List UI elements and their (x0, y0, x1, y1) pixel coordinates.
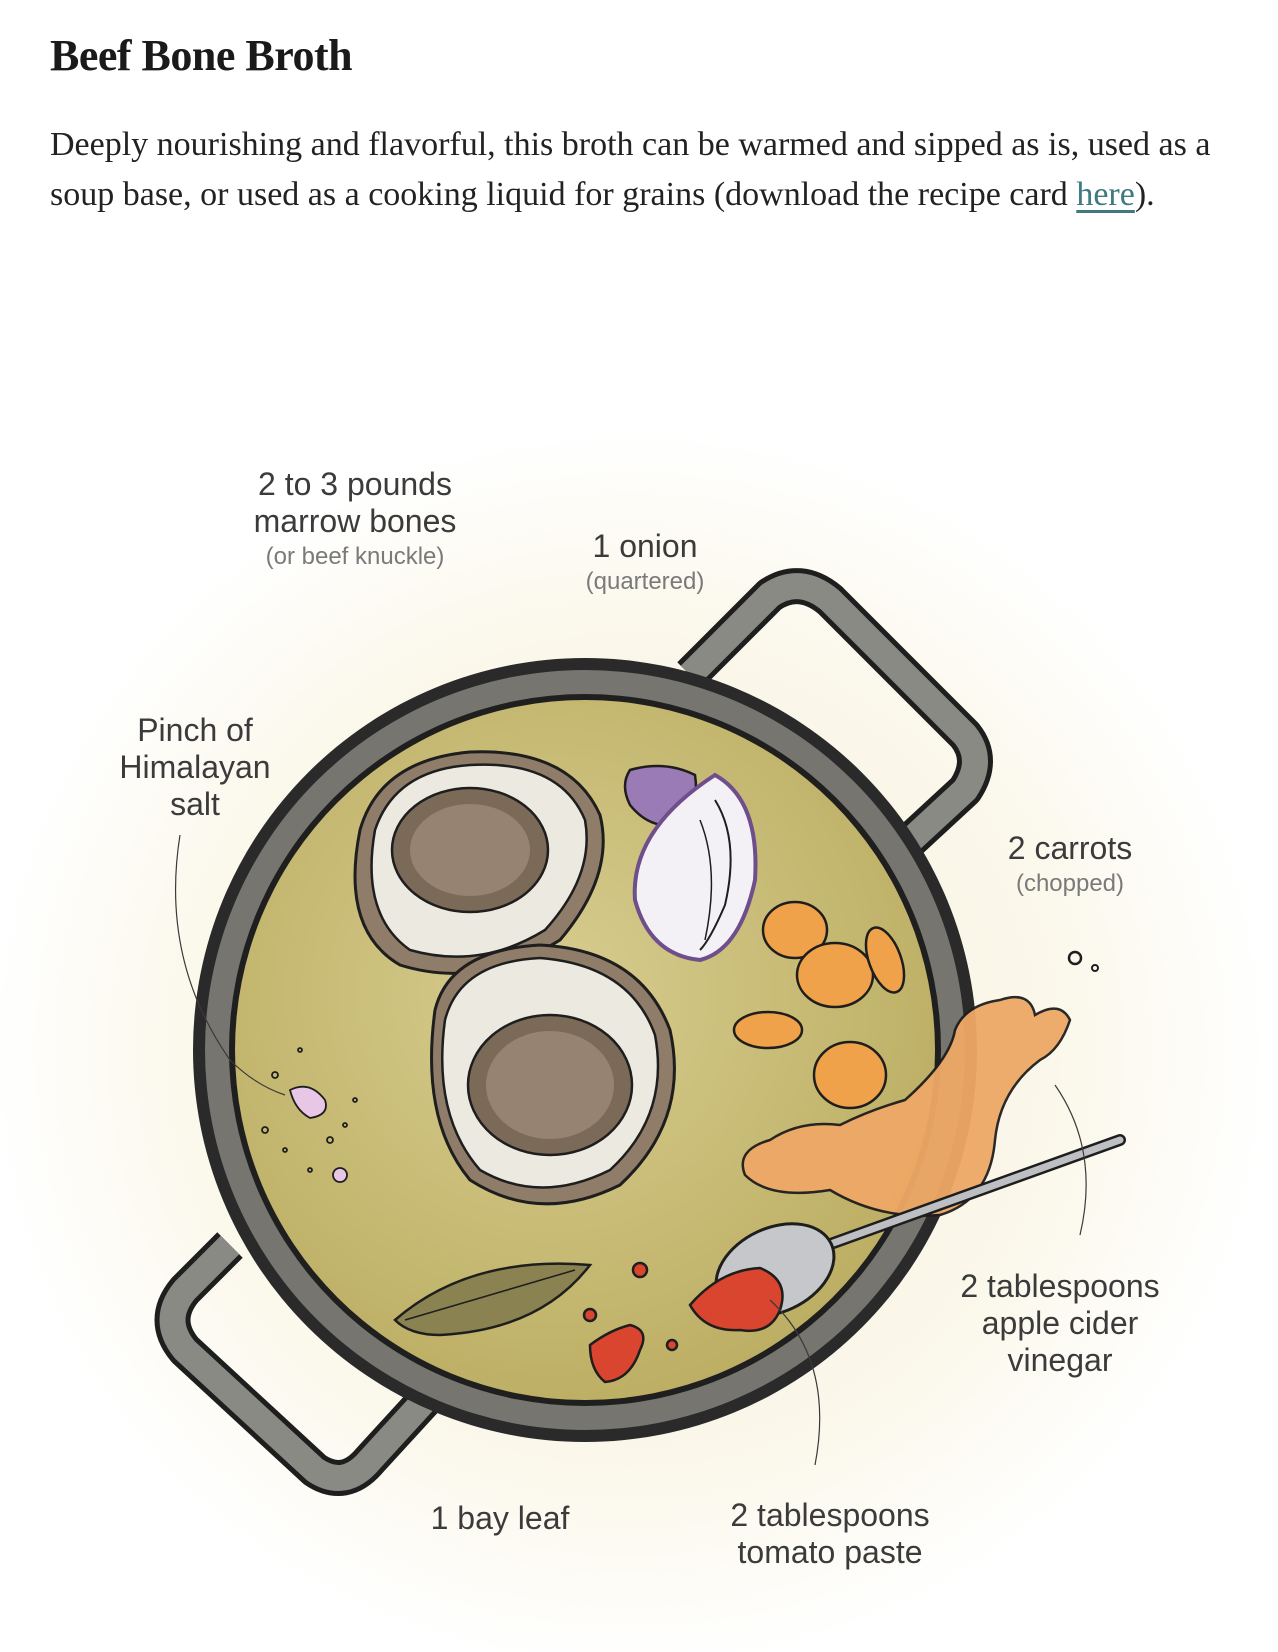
label-carrots: 2 carrots (chopped) (990, 830, 1150, 901)
label-onion-line1: 1 onion (592, 528, 698, 564)
tomato-paste (582, 1261, 784, 1384)
pot-illustration (0, 430, 1270, 1652)
label-onion: 1 onion (quartered) (565, 528, 725, 599)
label-tomato-paste-line2: tomato paste (737, 1534, 923, 1570)
onion-quarters (623, 764, 758, 963)
label-vinegar: 2 tablespoons apple cider vinegar (945, 1268, 1175, 1379)
marrow-bone-bottom (430, 943, 676, 1206)
label-bay-leaf: 1 bay leaf (420, 1500, 580, 1537)
label-vinegar-line2: apple cider (981, 1305, 1139, 1341)
intro-text: Deeply nourishing and flavorful, this br… (50, 126, 1211, 213)
carrot-slices (732, 900, 906, 1110)
bay-leaf (393, 1262, 593, 1337)
page-title: Beef Bone Broth (50, 31, 353, 80)
label-carrots-note: (chopped) (1015, 870, 1125, 897)
vinegar-splash (741, 995, 1072, 1217)
intro-paragraph: Deeply nourishing and flavorful, this br… (50, 120, 1240, 220)
marrow-bone-top (353, 750, 605, 975)
label-marrow-bones-line1: 2 to 3 pounds (258, 466, 452, 502)
label-salt-line1: Pinch of (137, 712, 253, 748)
label-marrow-bones-line2: marrow bones (253, 503, 457, 539)
label-salt: Pinch of Himalayan salt (100, 712, 290, 823)
label-tomato-paste-line1: 2 tablespoons (730, 1497, 930, 1533)
label-marrow-bones: 2 to 3 pounds marrow bones (or beef knuc… (230, 466, 480, 574)
recipe-card-link[interactable]: here (1076, 176, 1135, 213)
label-vinegar-line3: vinegar (1007, 1342, 1113, 1378)
label-salt-line2: Himalayan (119, 749, 271, 785)
label-onion-note: (quartered) (585, 568, 705, 595)
label-tomato-paste: 2 tablespoons tomato paste (715, 1497, 945, 1571)
label-carrots-line1: 2 carrots (1007, 830, 1133, 866)
tomato-leader-line (769, 1299, 821, 1466)
salt-grains (261, 1047, 358, 1183)
label-vinegar-line1: 2 tablespoons (960, 1268, 1160, 1304)
vinegar-leader-line (1054, 1084, 1087, 1236)
salt-leader-line (175, 834, 286, 1096)
label-bay-leaf-line1: 1 bay leaf (430, 1500, 570, 1536)
label-marrow-bones-note: (or beef knuckle) (265, 543, 445, 570)
label-salt-line3: salt (170, 786, 220, 822)
intro-text-end: ). (1134, 176, 1155, 213)
